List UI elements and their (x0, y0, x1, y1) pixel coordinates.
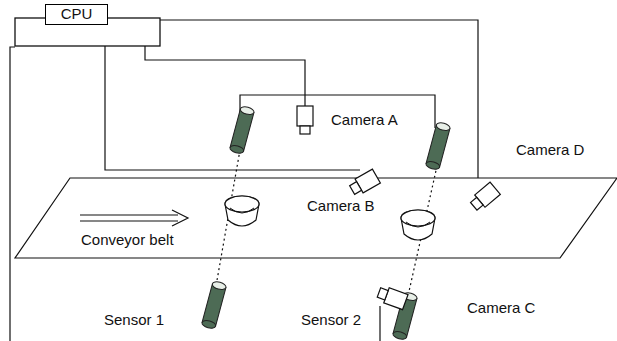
part-label: Camera C (466, 300, 536, 317)
node-text: CPU (61, 6, 93, 23)
part-label: Camera B (306, 198, 376, 215)
camera-symbol (376, 285, 408, 310)
camera-symbol (297, 106, 313, 134)
camera-symbol (469, 182, 501, 212)
part-label: Camera D (515, 142, 585, 159)
belt-direction-arrow (80, 210, 188, 226)
part-label: Conveyor belt (80, 232, 175, 249)
part-label: Sensor 1 (103, 312, 165, 329)
sensor-symbol (201, 280, 227, 329)
process-box: CPU (45, 4, 108, 25)
object (401, 210, 435, 240)
part-label: Camera A (330, 112, 399, 129)
part-label: Sensor 2 (300, 312, 362, 329)
object (225, 196, 259, 226)
emitter (229, 105, 255, 154)
conveyor-belt (15, 178, 617, 258)
sensor-beams (216, 150, 437, 296)
emitter (425, 121, 451, 170)
camera-symbol (348, 169, 380, 197)
